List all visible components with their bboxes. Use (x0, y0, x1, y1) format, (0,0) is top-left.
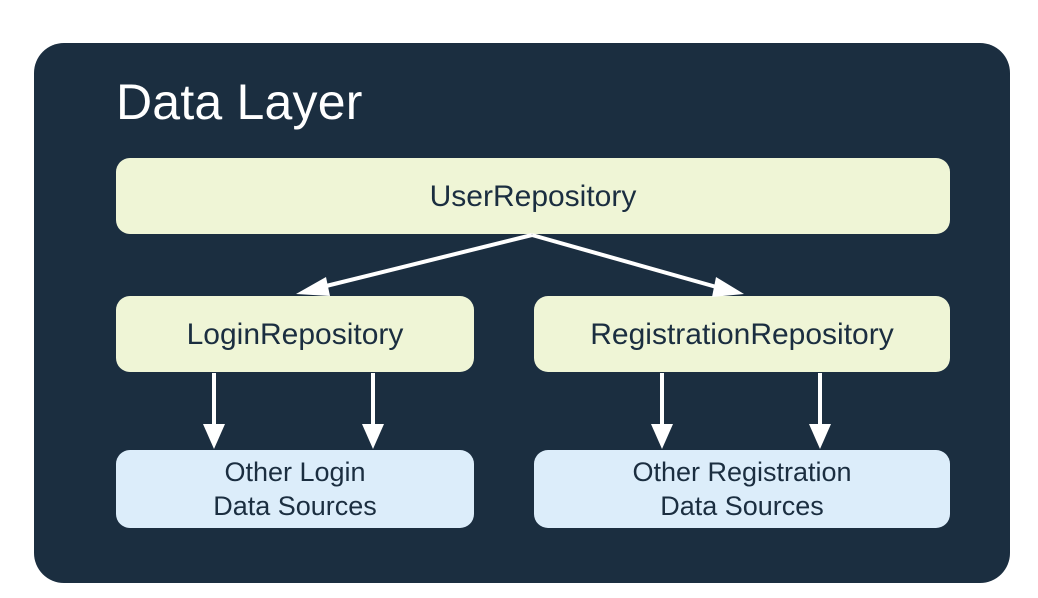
user-repository-label: UserRepository (429, 179, 637, 213)
login-repository-node: LoginRepository (116, 296, 474, 372)
login-data-sources-label-line-1: Other Login (224, 457, 366, 487)
login-repository-label: LoginRepository (186, 317, 404, 351)
registration-data-sources-label-line-2: Data Sources (660, 491, 824, 521)
registration-repository-label: RegistrationRepository (590, 317, 894, 351)
registration-data-sources-label-line-1: Other Registration (632, 457, 852, 487)
registration-data-sources-node: Other Registration Data Sources (534, 450, 950, 528)
login-data-sources-node: Other Login Data Sources (116, 450, 474, 528)
diagram-title: Data Layer (116, 74, 363, 130)
registration-repository-node: RegistrationRepository (534, 296, 950, 372)
user-repository-node: UserRepository (116, 158, 950, 234)
login-data-sources-label-line-2: Data Sources (213, 491, 377, 521)
